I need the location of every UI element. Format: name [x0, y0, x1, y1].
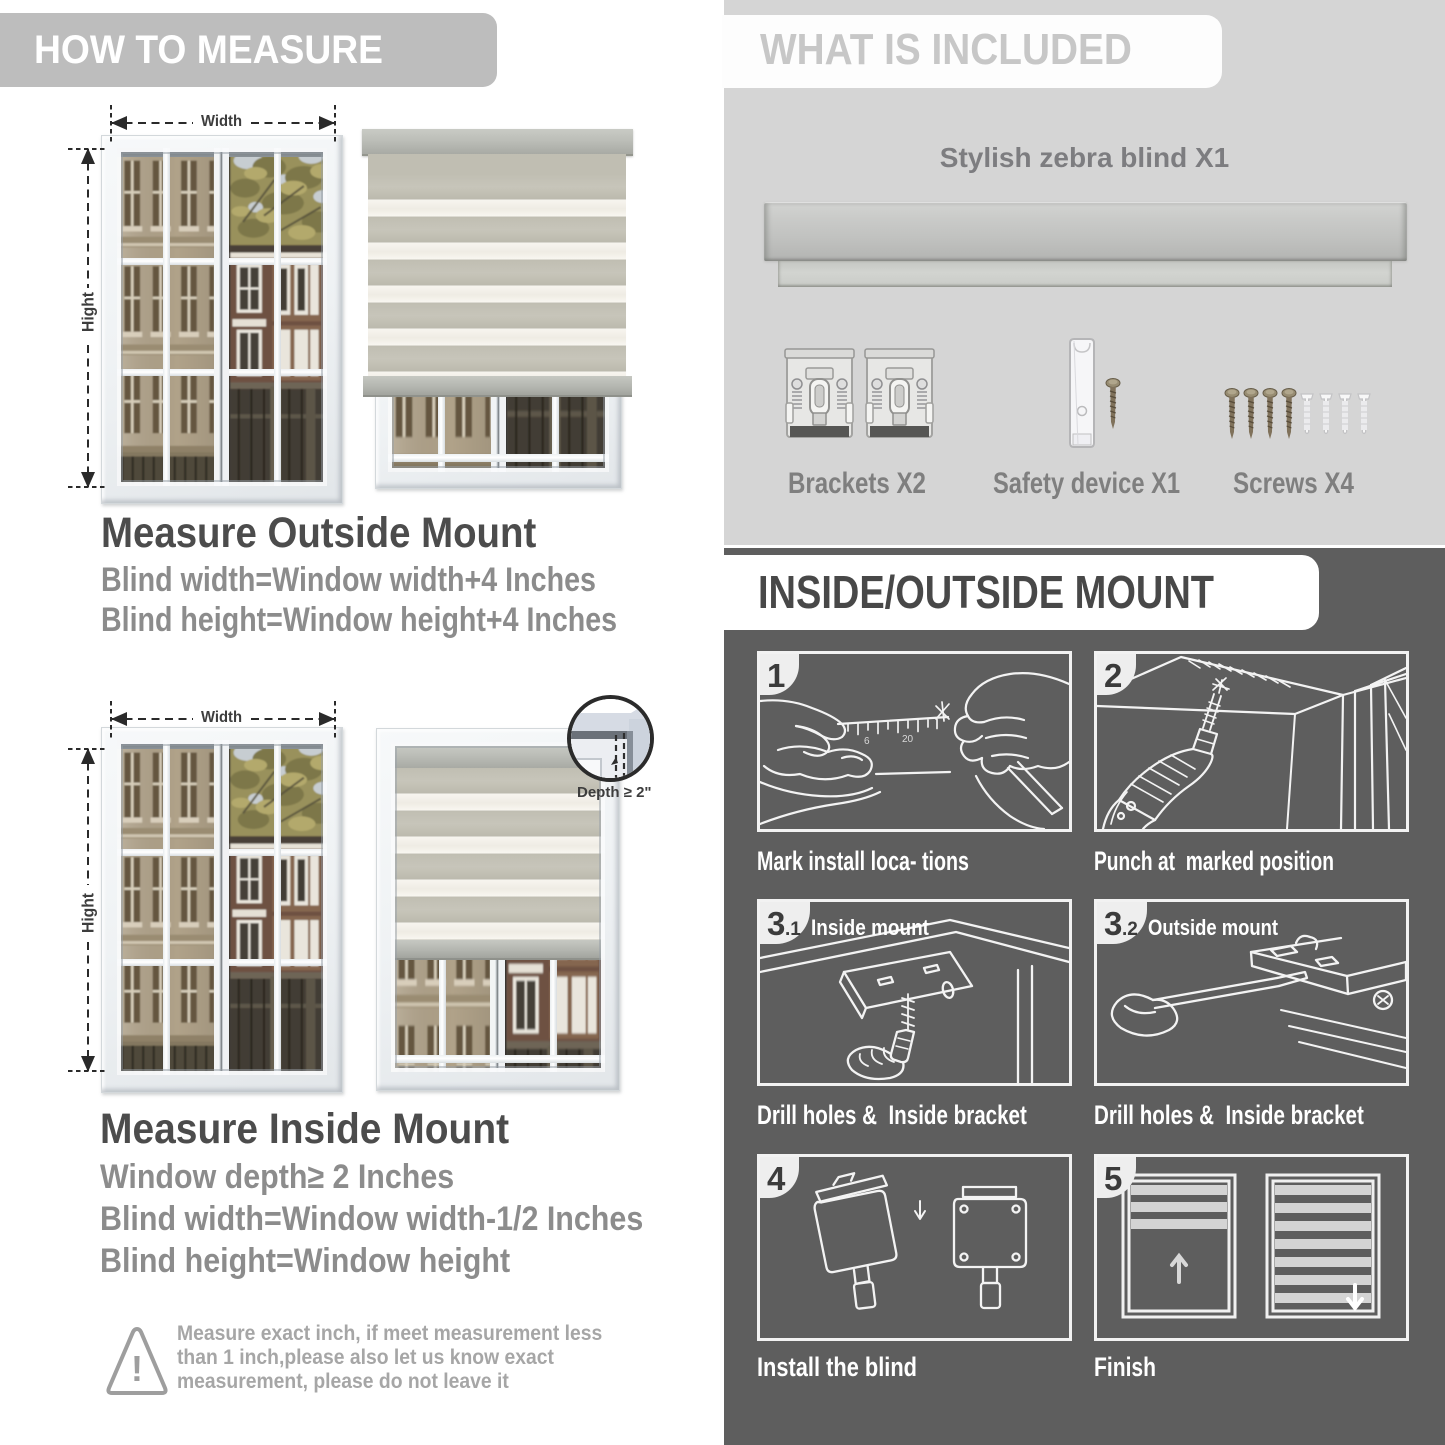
note-line3: measurement, please do not leave it: [177, 1370, 509, 1393]
blind-fabric: [368, 174, 626, 376]
anchors-icon: [1300, 393, 1371, 435]
window-panes: [117, 148, 327, 486]
window-panes: [117, 740, 327, 1075]
blind-outside-mount-illustration: [362, 129, 633, 489]
tape-number-6: 6: [864, 736, 870, 747]
step-number: 4: [767, 1160, 786, 1197]
measure-outside-line1: Blind width=Window width+4 Inches: [101, 561, 596, 599]
height-arrow-outside: [68, 148, 108, 488]
blind-bottom-rail: [363, 376, 632, 397]
inside-bracket-art: [760, 918, 1069, 1083]
inside-outside-mount-header: INSIDE/OUTSIDE MOUNT: [724, 555, 1319, 630]
window-muntin-vertical: [163, 740, 170, 1075]
step-1-caption: Mark install loca- tions: [757, 846, 969, 876]
step-subnumber: .1: [785, 919, 801, 940]
step-box-4: 4: [757, 1154, 1072, 1341]
mark-locations-art: 6 20: [760, 672, 1069, 829]
blind-fabric-top-band: [368, 154, 626, 174]
zebra-blind-headrail-image: [764, 202, 1407, 261]
step-3-2-badge: 3.2: [1097, 902, 1147, 944]
measure-outside-heading: Measure Outside Mount: [101, 509, 537, 557]
window-mullion: [214, 740, 229, 1075]
sash-edge: [117, 148, 327, 486]
drill-art: [1097, 655, 1406, 829]
step-3-2-caption: Drill holes & Inside bracket: [1094, 1100, 1364, 1130]
how-to-measure-header: HOW TO MEASURE: [0, 13, 497, 87]
note-line2: than 1 inch,please also let us know exac…: [177, 1346, 554, 1369]
width-label-outside: Width: [201, 113, 243, 130]
bracket-icon-2: [864, 348, 935, 438]
step-number: 1: [767, 657, 786, 694]
window-muntin-horizontal: [388, 454, 609, 462]
depth-label: Depth ≥ 2": [577, 784, 652, 801]
measure-inside-heading: Measure Inside Mount: [100, 1105, 510, 1153]
screws-icon: [1224, 388, 1297, 440]
width-arrow-inside: [110, 701, 336, 741]
zebra-blind-fabric-edge: [778, 261, 1392, 287]
warning-exclamation: !: [131, 1348, 143, 1389]
inside-mount-label: Inside mount: [811, 915, 929, 940]
step-3-1-caption: Drill holes & Inside bracket: [757, 1100, 1027, 1130]
screws-label: Screws X4: [1233, 467, 1354, 500]
window-muntin-vertical: [274, 148, 281, 486]
brackets-label: Brackets X2: [788, 467, 926, 500]
step-box-3-2: 3.2 Outside mount: [1094, 899, 1409, 1086]
step-number: 2: [1104, 657, 1123, 694]
safety-device-icon: [1069, 338, 1095, 448]
window-muntin-vertical: [550, 879, 557, 1072]
sash-edge: [391, 742, 605, 1072]
inside-outside-mount-title: INSIDE/OUTSIDE MOUNT: [758, 566, 1214, 618]
width-label-inside: Width: [201, 709, 243, 726]
tape-number-20: 20: [902, 734, 914, 745]
height-label-inside: Hight: [78, 893, 98, 933]
bracket-icon-1: [784, 348, 855, 438]
step-5-caption: Finish: [1094, 1352, 1157, 1382]
window-muntin-horizontal: [391, 1055, 605, 1063]
window-illustration-inside: [101, 727, 343, 1093]
window-muntin-vertical: [163, 148, 170, 486]
width-arrow-outside: [110, 105, 336, 145]
safety-device-label: Safety device X1: [993, 467, 1181, 500]
blind-headrail: [362, 129, 633, 156]
window-muntin-vertical: [439, 879, 446, 1072]
measure-inside-line1: Window depth≥ 2 Inches: [100, 1158, 455, 1196]
what-is-included-title: WHAT IS INCLUDED: [760, 25, 1132, 74]
what-is-included-header: WHAT IS INCLUDED: [722, 15, 1222, 88]
safety-screw-icon: [1105, 378, 1121, 430]
step-box-2: 2: [1094, 651, 1409, 832]
window-mullion: [214, 148, 229, 486]
sash-edge: [117, 740, 327, 1075]
outside-mount-label: Outside mount: [1148, 915, 1279, 940]
stylish-blind-label: Stylish zebra blind X1: [939, 142, 1230, 173]
measure-inside-line3: Blind height=Window height: [100, 1242, 511, 1280]
step-box-5: 5: [1094, 1154, 1409, 1341]
note-line1: Measure exact inch, if meet measurement …: [177, 1322, 603, 1345]
step-1-badge: 1: [760, 654, 799, 695]
step-subnumber: .2: [1122, 919, 1138, 940]
step-number: 3: [1104, 905, 1123, 942]
blind-inside-mount-illustration: [376, 728, 620, 1091]
window-illustration-outside: [101, 135, 343, 504]
step-4-caption: Install the blind: [757, 1352, 917, 1382]
step-number: 5: [1104, 1160, 1123, 1197]
measure-inside-line2: Blind width=Window width-1/2 Inches: [100, 1200, 644, 1238]
window-muntin-vertical: [274, 740, 281, 1075]
outside-bracket-art: [1110, 934, 1406, 1069]
how-to-measure-title: HOW TO MEASURE: [34, 28, 383, 72]
step-number: 3: [767, 905, 786, 942]
depth-detail-circle: [567, 695, 654, 782]
install-blind-art: [813, 1172, 1028, 1310]
height-label-outside: Hight: [78, 292, 98, 332]
step-2-caption: Punch at marked position: [1094, 846, 1335, 876]
finish-art: [1121, 1173, 1381, 1319]
warning-triangle-icon: !: [106, 1326, 168, 1395]
blind-fabric: [391, 768, 605, 940]
step-box-1: 6 20 1: [757, 651, 1072, 832]
blind-bottom-rail: [391, 940, 605, 960]
height-arrow-inside: [68, 748, 108, 1072]
window-panes: [391, 742, 605, 1072]
step-box-3-1: 3.1 Inside mount: [757, 899, 1072, 1086]
measure-outside-line2: Blind height=Window height+4 Inches: [101, 601, 618, 639]
